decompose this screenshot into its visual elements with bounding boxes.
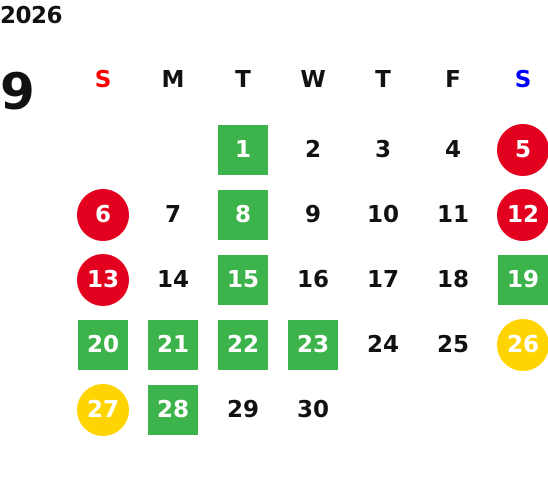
day-number: 3: [374, 136, 391, 163]
day-number: 17: [366, 266, 399, 293]
calendar-day-27[interactable]: 27: [68, 378, 138, 442]
calendar-day-19[interactable]: 19: [488, 248, 548, 312]
day-number: 9: [304, 201, 321, 228]
day-number: 4: [444, 136, 461, 163]
day-number: 24: [366, 331, 399, 358]
calendar-day-18[interactable]: 18: [418, 248, 488, 312]
day-number: 15: [226, 266, 259, 293]
day-highlight-square: 22: [218, 320, 268, 370]
day-highlight-circle: 5: [497, 124, 548, 176]
calendar-day-7[interactable]: 7: [138, 183, 208, 247]
calendar-day-22[interactable]: 22: [208, 313, 278, 377]
calendar-day-21[interactable]: 21: [138, 313, 208, 377]
day-highlight-circle: 27: [77, 384, 129, 436]
calendar-day-10[interactable]: 10: [348, 183, 418, 247]
day-number: 5: [514, 136, 531, 163]
calendar-day-5[interactable]: 5: [488, 118, 548, 182]
day-highlight-square: 8: [218, 190, 268, 240]
day-number: 1: [234, 136, 251, 163]
day-number: 21: [156, 331, 189, 358]
day-number: 2: [304, 136, 321, 163]
day-number: 26: [506, 331, 539, 358]
calendar-day-12[interactable]: 12: [488, 183, 548, 247]
calendar-day-30[interactable]: 30: [278, 378, 348, 442]
day-number: 16: [296, 266, 329, 293]
calendar-day-23[interactable]: 23: [278, 313, 348, 377]
day-number: 23: [296, 331, 329, 358]
calendar-day-28[interactable]: 28: [138, 378, 208, 442]
day-highlight-circle: 12: [497, 189, 548, 241]
day-number: 18: [436, 266, 469, 293]
day-number: 25: [436, 331, 469, 358]
weekday-label: T: [375, 67, 391, 93]
weekday-label: W: [300, 67, 326, 93]
day-highlight-square: 19: [498, 255, 548, 305]
day-highlight-square: 28: [148, 385, 198, 435]
calendar-day-24[interactable]: 24: [348, 313, 418, 377]
day-highlight-square: 23: [288, 320, 338, 370]
weekday-label: M: [161, 67, 185, 93]
day-number: 6: [94, 201, 111, 228]
day-number: 7: [164, 201, 181, 228]
calendar-day-3[interactable]: 3: [348, 118, 418, 182]
calendar-day-8[interactable]: 8: [208, 183, 278, 247]
day-highlight-circle: 26: [497, 319, 548, 371]
calendar-day-9[interactable]: 9: [278, 183, 348, 247]
calendar-day-16[interactable]: 16: [278, 248, 348, 312]
day-number: 10: [366, 201, 399, 228]
calendar-day-29[interactable]: 29: [208, 378, 278, 442]
day-number: 27: [86, 396, 119, 423]
day-highlight-square: 20: [78, 320, 128, 370]
weekday-label: T: [235, 67, 251, 93]
calendar-day-13[interactable]: 13: [68, 248, 138, 312]
year-label: 2026: [0, 3, 63, 29]
day-highlight-square: 1: [218, 125, 268, 175]
calendar-day-25[interactable]: 25: [418, 313, 488, 377]
calendar-day-20[interactable]: 20: [68, 313, 138, 377]
weekday-label: S: [94, 67, 112, 93]
calendar-day-17[interactable]: 17: [348, 248, 418, 312]
calendar-day-26[interactable]: 26: [488, 313, 548, 377]
day-number: 8: [234, 201, 251, 228]
month-number: 9: [0, 63, 35, 121]
day-number: 28: [156, 396, 189, 423]
day-highlight-circle: 13: [77, 254, 129, 306]
day-number: 22: [226, 331, 259, 358]
calendar-day-15[interactable]: 15: [208, 248, 278, 312]
day-number: 19: [506, 266, 539, 293]
weekday-label: S: [514, 67, 532, 93]
calendar-day-1[interactable]: 1: [208, 118, 278, 182]
day-number: 14: [156, 266, 189, 293]
day-number: 29: [226, 396, 259, 423]
day-highlight-circle: 6: [77, 189, 129, 241]
day-number: 13: [86, 266, 119, 293]
day-highlight-square: 15: [218, 255, 268, 305]
day-number: 11: [436, 201, 469, 228]
day-number: 30: [296, 396, 329, 423]
calendar-day-11[interactable]: 11: [418, 183, 488, 247]
weekday-label: F: [445, 67, 461, 93]
day-number: 20: [86, 331, 119, 358]
day-number: 12: [506, 201, 539, 228]
calendar-day-14[interactable]: 14: [138, 248, 208, 312]
day-highlight-square: 21: [148, 320, 198, 370]
calendar-day-6[interactable]: 6: [68, 183, 138, 247]
calendar-day-2[interactable]: 2: [278, 118, 348, 182]
calendar-day-4[interactable]: 4: [418, 118, 488, 182]
